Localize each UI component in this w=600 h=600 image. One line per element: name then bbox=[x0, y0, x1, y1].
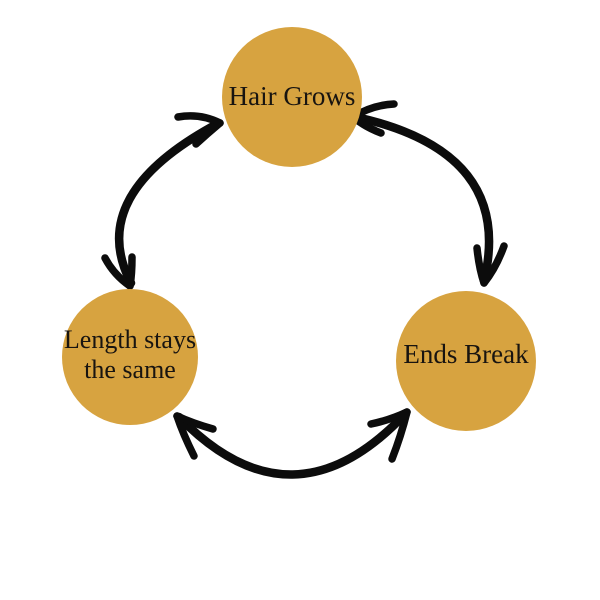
arrow-hair-grows-length-stays bbox=[101, 112, 224, 290]
node-ends-break-circle bbox=[396, 291, 536, 431]
node-length-stays-circle bbox=[62, 289, 198, 425]
node-hair-grows: Hair Grows bbox=[222, 27, 362, 167]
arrow-length-stays-ends-break bbox=[173, 408, 411, 479]
arrow-hair-grows-ends-break bbox=[349, 100, 508, 287]
node-length-stays-the-same: Length stays the same bbox=[62, 289, 198, 425]
node-ends-break-label: Ends Break bbox=[403, 339, 529, 369]
node-hair-grows-label: Hair Grows bbox=[229, 81, 356, 111]
node-length-stays-label-line2: the same bbox=[84, 355, 176, 384]
node-length-stays-label-line1: Length stays bbox=[64, 325, 196, 354]
node-hair-grows-circle bbox=[222, 27, 362, 167]
node-ends-break: Ends Break bbox=[396, 291, 536, 431]
